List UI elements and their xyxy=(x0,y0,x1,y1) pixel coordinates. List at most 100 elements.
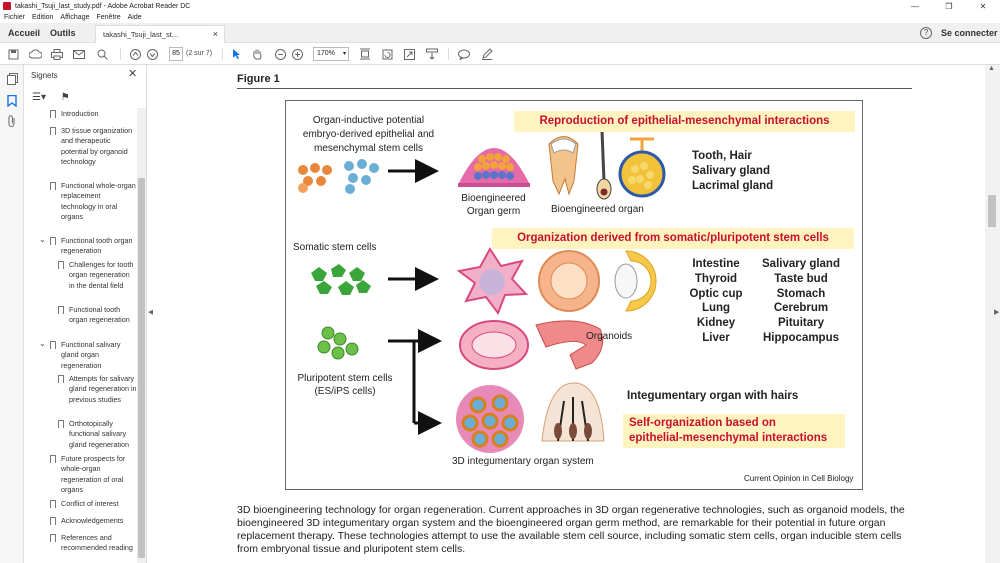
chevron-down-icon[interactable]: ⌄ xyxy=(39,235,46,244)
bookmark-label: Functional salivary gland organ regenera… xyxy=(61,340,121,370)
menu-view[interactable]: Affichage xyxy=(60,14,90,21)
somatic-cells-icon xyxy=(311,264,371,295)
label-line: Organ-inductive potential xyxy=(312,115,425,126)
document-scrollbar[interactable]: ▲ xyxy=(985,65,1000,563)
bookmark-item[interactable]: Attempts for salivary gland regeneration… xyxy=(58,374,137,405)
bookmark-item[interactable]: Introduction xyxy=(50,109,136,119)
select-cursor-icon[interactable] xyxy=(229,47,243,61)
zoom-out-icon[interactable] xyxy=(273,47,287,61)
close-panel-icon[interactable]: ✕ xyxy=(128,68,138,80)
bookmark-label: Introduction xyxy=(61,109,99,118)
chevron-down-icon[interactable]: ⌄ xyxy=(39,339,46,348)
integumentary-heading: Integumentary organ with hairs xyxy=(627,390,799,402)
menu-file[interactable]: Fichier xyxy=(4,14,26,21)
new-bookmark-icon[interactable]: ⚑ xyxy=(60,92,70,103)
figure-divider xyxy=(237,88,912,89)
pages-icon[interactable] xyxy=(6,73,18,85)
tab-tools[interactable]: Outils xyxy=(50,28,76,38)
window-title: takashi_Tsuji_last_study.pdf - Adobe Acr… xyxy=(15,2,191,10)
title-bar: takashi_Tsuji_last_study.pdf - Adobe Acr… xyxy=(0,0,1000,12)
collapse-panel-icon[interactable]: ◀ xyxy=(148,309,154,316)
skin-hair-icon xyxy=(541,382,605,442)
hand-tool-icon[interactable] xyxy=(250,47,264,61)
email-icon[interactable] xyxy=(72,47,86,61)
pen-icon[interactable] xyxy=(480,47,494,61)
hair-follicle-icon xyxy=(596,130,612,200)
minimize-button[interactable]: — xyxy=(911,1,919,11)
organoid-list-item: Optic cup xyxy=(689,287,743,300)
next-page-icon[interactable] xyxy=(145,47,159,61)
previous-page-icon[interactable] xyxy=(128,47,142,61)
print-icon[interactable] xyxy=(50,47,64,61)
zoom-value: 170% xyxy=(317,50,335,57)
bookmark-label: Functional tooth organ regeneration xyxy=(69,305,130,325)
scrollbar-thumb[interactable] xyxy=(138,178,145,558)
fit-page-icon[interactable] xyxy=(358,47,372,61)
scroll-mode-icon[interactable] xyxy=(425,47,439,61)
help-icon[interactable]: ? xyxy=(920,27,932,39)
scroll-up-icon[interactable]: ▲ xyxy=(988,65,995,72)
pluripotent-cells-label: Pluripotent stem cells (ES/iPS cells) xyxy=(286,372,404,398)
organ-list-item: Lacrimal gland xyxy=(692,180,774,192)
bookmark-panel-icon[interactable] xyxy=(6,94,18,108)
bookmark-item[interactable]: Challenges for tooth organ regeneration … xyxy=(58,260,137,291)
label-line: Organ germ xyxy=(466,206,521,217)
menu-edit[interactable]: Edition xyxy=(32,14,54,21)
scrollbar-thumb[interactable] xyxy=(988,195,996,227)
zoom-select[interactable]: 170% ▾ xyxy=(313,47,349,61)
heading-self-organization: Self-organization based on epithelial-me… xyxy=(623,414,845,448)
page-number-input[interactable]: 85 xyxy=(169,47,183,61)
document-tab[interactable]: takashi_Tsuji_last_st... × xyxy=(95,25,225,43)
expand-panel-icon[interactable]: ▶ xyxy=(994,309,1000,316)
menu-bar: Fichier Edition Affichage Fenêtre Aide xyxy=(0,12,1000,23)
bookmark-icon xyxy=(50,341,56,349)
rotate-icon[interactable] xyxy=(380,47,394,61)
bookmark-item[interactable]: Orthotopically functional salivary gland… xyxy=(58,419,137,450)
bookmark-item[interactable]: Functional whole-organ replacement techn… xyxy=(50,181,136,222)
bookmark-item[interactable]: ⌄ Functional salivary gland organ regener… xyxy=(39,339,136,371)
label-line: embryo-derived epithelial and xyxy=(302,129,435,140)
options-menu-icon[interactable]: ☰▾ xyxy=(32,92,46,103)
full-screen-icon[interactable] xyxy=(402,47,416,61)
organoid-list-item: Liver xyxy=(702,331,730,344)
close-tab-icon[interactable]: × xyxy=(212,29,218,39)
sign-in-link[interactable]: Se connecter xyxy=(941,28,998,38)
bookmark-item[interactable]: Conflict of interest xyxy=(50,499,136,509)
bookmark-item[interactable]: References and recommended reading xyxy=(50,533,136,554)
organ-list-item: Tooth, Hair xyxy=(692,150,752,162)
organoid-list-item: Salivary gland xyxy=(762,258,840,270)
bookmark-item[interactable]: ⌄Functional tooth organ regeneration xyxy=(39,235,136,257)
bookmarks-scrollbar[interactable] xyxy=(137,108,146,563)
acrobat-icon xyxy=(3,2,11,10)
bookmark-icon xyxy=(50,534,56,542)
tab-home[interactable]: Accueil xyxy=(8,28,41,38)
restore-button[interactable]: ❐ xyxy=(945,1,953,11)
menu-help[interactable]: Aide xyxy=(127,14,142,21)
organoid-list-item: Taste bud xyxy=(774,272,828,285)
search-icon[interactable] xyxy=(95,47,109,61)
figure-illustration xyxy=(298,130,666,453)
upload-cloud-icon[interactable] xyxy=(28,47,42,61)
organoid-list-item: Kidney xyxy=(696,317,736,330)
zoom-in-icon[interactable] xyxy=(290,47,304,61)
somatic-cells-label: Somatic stem cells xyxy=(293,242,377,253)
organoid-gut-icon xyxy=(535,320,604,370)
toolbar: 85 (2 sur 7) 170% ▾ xyxy=(0,43,1000,65)
bookmark-icon xyxy=(50,237,56,245)
attachment-icon[interactable] xyxy=(6,115,18,127)
bookmark-item[interactable]: Future prospects for whole-organ regener… xyxy=(50,454,136,495)
organoid-list-item: Stomach xyxy=(776,287,826,300)
bookmark-item[interactable]: 3D tissue organization and therapeutic p… xyxy=(50,126,136,167)
close-window-button[interactable]: ✕ xyxy=(979,1,987,11)
integumentary-system-icon xyxy=(456,385,524,453)
bookmark-item[interactable]: Functional tooth organ regeneration xyxy=(58,305,137,326)
bookmark-item[interactable]: Acknowledgements xyxy=(50,516,136,526)
organoid-tube-icon xyxy=(459,320,529,370)
bookmark-icon xyxy=(58,375,64,383)
comment-icon[interactable] xyxy=(457,47,471,61)
label-line: Bioengineered xyxy=(461,193,526,204)
bookmarks-panel: Signets ✕ ☰▾ ⚑ Introduction 3D tissue or… xyxy=(24,65,147,563)
menu-window[interactable]: Fenêtre xyxy=(96,14,121,21)
save-icon[interactable] xyxy=(6,47,20,61)
tab-bar: Accueil Outils takashi_Tsuji_last_st... … xyxy=(0,23,1000,43)
